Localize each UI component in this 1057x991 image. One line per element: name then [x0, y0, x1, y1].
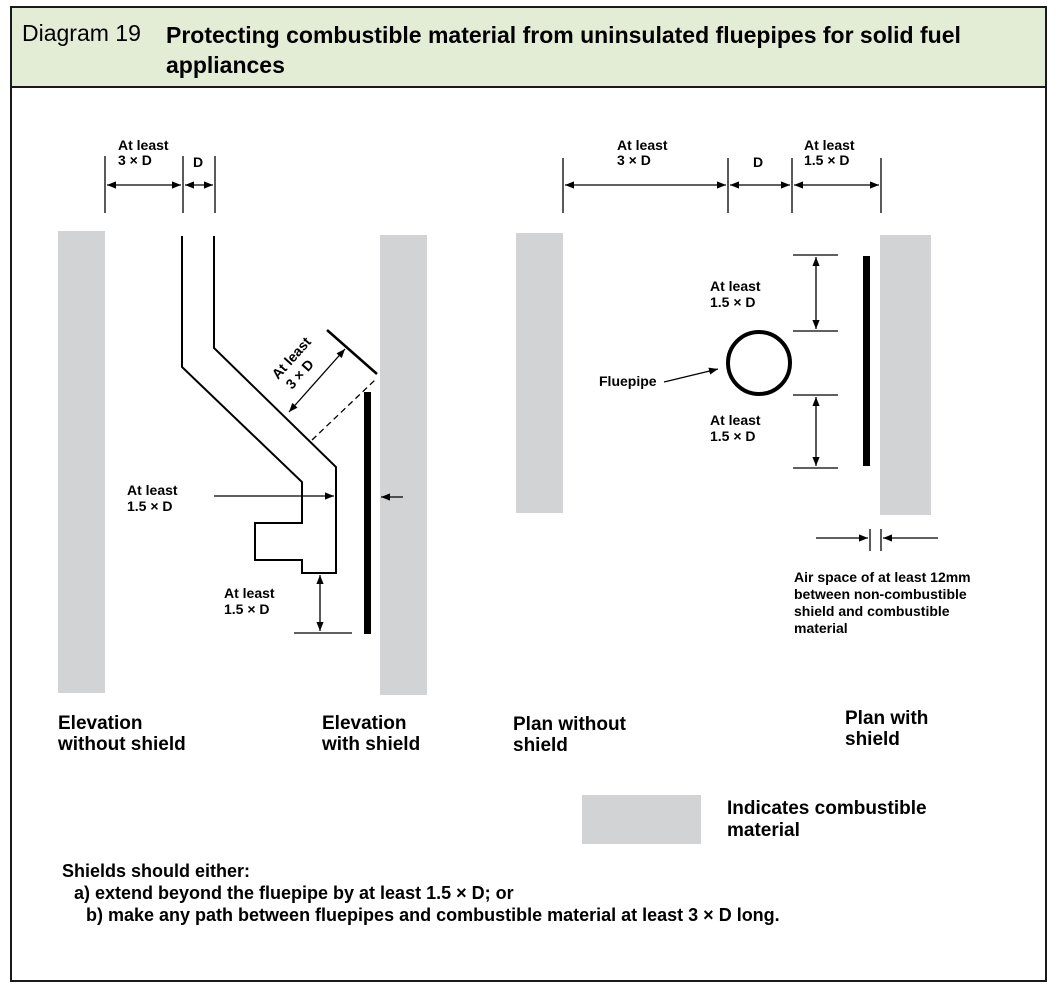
caption-plan-without-1: Plan without: [513, 714, 627, 735]
legend-label-1: Indicates combustible: [727, 798, 927, 819]
elev-diag-dimension: [288, 348, 346, 413]
caption-plan-with-1: Plan with: [845, 708, 928, 729]
plan-lower-atleast-label: At least: [710, 412, 761, 428]
plan-fluepipe-circle: [726, 330, 792, 396]
plan-upper-15d-label: 1.5 × D: [710, 294, 756, 310]
plan-upper-atleast-label: At least: [710, 278, 761, 294]
plan-top-3d-label: 3 × D: [617, 152, 651, 168]
plan-lower-15d-label: 1.5 × D: [710, 428, 756, 444]
plan-shield: [863, 256, 870, 466]
plan-top-3d-atleast-label: At least: [617, 137, 668, 153]
air-space-label-1: Air space of at least 12mm: [794, 569, 971, 585]
notes-item-b: b) make any path between fluepipes and c…: [86, 905, 780, 925]
legend-label-2: material: [727, 820, 800, 841]
air-space-label-2: between non-combustible: [794, 586, 967, 602]
elev-side-15d-label: 1.5 × D: [127, 498, 173, 514]
caption-plan-with-2: shield: [845, 729, 900, 750]
air-gap-arrows: [816, 529, 938, 551]
elev-side-atleast-label: At least: [127, 482, 178, 498]
legend-swatch: [582, 795, 701, 844]
notes-item-a: a) extend beyond the fluepipe by at leas…: [74, 883, 514, 903]
plan-top-d-label: D: [753, 154, 763, 170]
caption-elev-with-2: with shield: [321, 734, 420, 755]
caption-elev-with-1: Elevation: [322, 713, 406, 734]
air-space-label-4: material: [794, 620, 848, 636]
plan-top-15d-atleast-label: At least: [804, 137, 855, 153]
notes-heading: Shields should either:: [62, 861, 250, 881]
elev-shield: [364, 392, 371, 634]
elev-top-atleast-label: At least: [118, 137, 169, 153]
caption-elev-without-1: Elevation: [58, 713, 142, 734]
combustible-block-elev-without: [58, 231, 105, 693]
fluepipe-pointer-arrow: [663, 367, 719, 383]
plan-vertical-dimensions: [793, 254, 838, 469]
caption-plan-without-2: shield: [513, 735, 568, 756]
elev-top-dimension: [104, 156, 216, 213]
elev-diag-end-line: [326, 329, 378, 375]
diagram-number: Diagram 19: [22, 20, 141, 46]
elev-bottom-atleast-label: At least: [224, 585, 275, 601]
combustible-block-plan-without: [516, 233, 563, 513]
elev-bottom-dimension: [294, 575, 352, 634]
elev-top-d-label: D: [193, 154, 203, 170]
combustible-block-plan-with: [880, 235, 931, 515]
diagram-title: Protecting combustible material from uni…: [166, 22, 961, 78]
plan-top-dimension: [562, 158, 882, 213]
elev-bottom-15d-label: 1.5 × D: [224, 601, 270, 617]
air-space-label-3: shield and combustible: [794, 603, 950, 619]
plan-top-15d-label: 1.5 × D: [804, 152, 850, 168]
elev-top-3d-label: 3 × D: [118, 152, 152, 168]
caption-elev-without-2: without shield: [57, 734, 186, 755]
combustible-block-elev-with: [380, 235, 427, 695]
elev-fluepipe-outline: [181, 236, 337, 574]
diagram-frame: [10, 6, 1047, 982]
fluepipe-label: Fluepipe: [599, 373, 657, 389]
